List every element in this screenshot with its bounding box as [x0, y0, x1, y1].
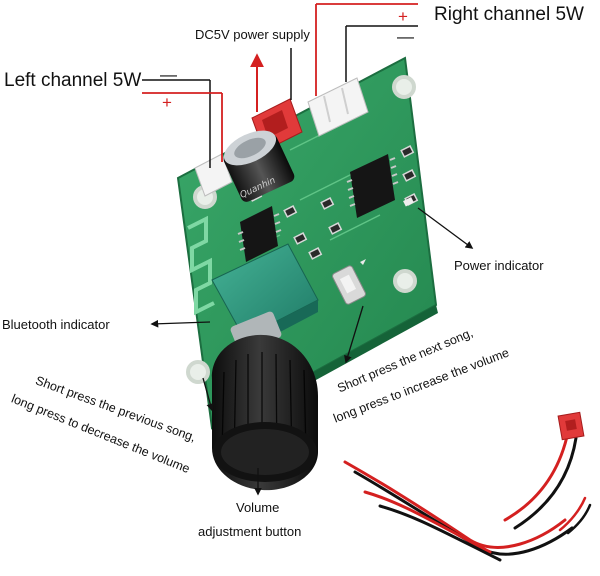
power-indicator-label: Power indicator [454, 258, 544, 273]
volume-label-line2: adjustment button [198, 524, 302, 539]
bluetooth-indicator-label: Bluetooth indicator [2, 317, 110, 332]
bluetooth-chip [237, 206, 282, 262]
volume-knob [211, 311, 318, 491]
left-channel-plus: + [162, 93, 172, 112]
power-indicator-led [403, 197, 414, 207]
speaker-cable [343, 430, 592, 562]
right-channel-label: Right channel 5W [434, 4, 584, 25]
amplifier-chip [346, 154, 399, 218]
volume-label-line1: Volume [236, 500, 280, 515]
right-channel-plus: + [398, 7, 408, 26]
left-speaker-connector [194, 153, 233, 197]
callout-arrows [150, 207, 474, 496]
right-speaker-connector [307, 77, 369, 137]
capacitor: Quanhin [223, 130, 295, 202]
cable-plug [557, 411, 585, 441]
power-wire-callouts [142, 3, 418, 168]
left-channel-minus: — [160, 65, 177, 84]
left-channel-label: Left channel 5W [4, 70, 142, 91]
control-button [332, 259, 366, 305]
dc-power-label: DC5V power supply [195, 27, 310, 42]
right-channel-minus: — [397, 27, 414, 46]
